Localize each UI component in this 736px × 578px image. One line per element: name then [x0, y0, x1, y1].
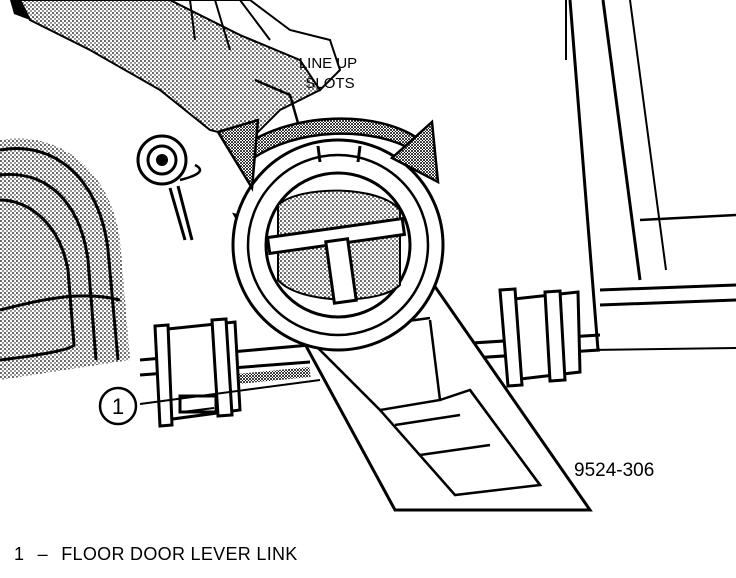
bolt-and-spring	[136, 134, 202, 241]
right-bracket	[498, 287, 582, 388]
callout-label: LINE UP SLOTS	[299, 55, 357, 92]
legend-dash: –	[37, 544, 48, 564]
legend-number: 1	[14, 544, 25, 564]
callout-line-1: LINE UP	[299, 55, 357, 72]
mechanism-illustration: LINE UP SLOTS 1 9524-306	[0, 0, 736, 512]
upper-panel	[10, 0, 342, 142]
marker-number: 1	[112, 394, 124, 419]
right-frame	[565, 0, 736, 351]
callout-line-2: SLOTS	[305, 75, 354, 92]
legend-label: FLOOR DOOR LEVER LINK	[61, 544, 298, 564]
marker-1-leader: 1	[98, 379, 321, 426]
figure-number: 9524-306	[574, 460, 654, 481]
legend: 1 – FLOOR DOOR LEVER LINK	[14, 544, 306, 565]
left-rail	[0, 138, 130, 380]
rotating-hub	[231, 138, 445, 352]
left-bracket	[153, 317, 242, 428]
rotation-arrow	[216, 117, 440, 192]
